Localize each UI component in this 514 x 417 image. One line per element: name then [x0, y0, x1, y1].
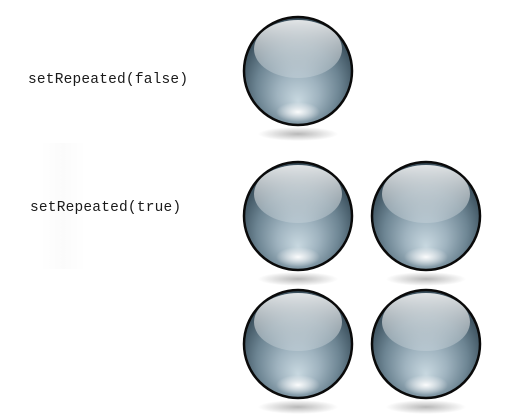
label-set-repeated-true: setRepeated(true) — [30, 200, 182, 216]
glass-sphere-icon — [370, 160, 482, 289]
glass-sphere-icon — [370, 288, 482, 417]
glass-sphere-icon — [242, 160, 354, 289]
glass-sphere-icon — [242, 288, 354, 417]
glass-sphere-icon — [242, 15, 354, 144]
label-set-repeated-false: setRepeated(false) — [28, 72, 189, 88]
